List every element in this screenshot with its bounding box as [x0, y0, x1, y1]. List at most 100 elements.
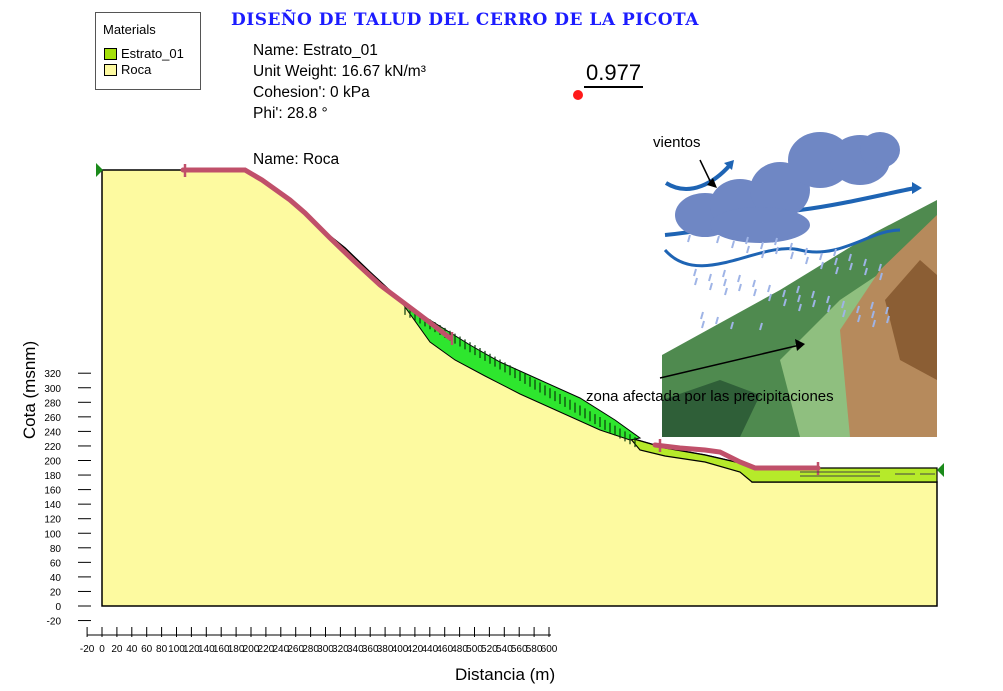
legend-label-estrato: Estrato_01	[121, 46, 184, 61]
x-tick-label: 380	[377, 644, 394, 655]
rain-drop	[775, 246, 779, 255]
x-tick-label: 480	[451, 644, 468, 655]
rain-drop	[796, 285, 800, 294]
rain-drop	[738, 283, 742, 292]
rain-drop	[871, 310, 875, 319]
x-tick-label: 120	[183, 644, 200, 655]
rain-drop	[878, 263, 882, 272]
x-axis-label: Distancia (m)	[455, 665, 556, 684]
rain-drop	[715, 316, 719, 325]
rain-drop	[722, 269, 726, 278]
x-tick-label: 200	[243, 644, 260, 655]
x-tick-label: 0	[99, 644, 105, 655]
legend-title: Materials	[103, 22, 156, 37]
roca-name: Name: Roca	[253, 151, 340, 168]
rain-drop	[789, 242, 793, 251]
stratum-layer	[628, 436, 938, 483]
rain-drop	[753, 288, 757, 297]
x-tick-label: 280	[302, 644, 319, 655]
x-tick-label: 340	[347, 644, 364, 655]
rain-drop	[885, 306, 889, 315]
rain-drop	[782, 289, 786, 298]
rain-drop	[723, 278, 727, 287]
rain-drop	[812, 299, 816, 308]
rain-drop	[819, 252, 823, 261]
rain-drops	[687, 234, 890, 331]
estrato-cohesion: Cohesion': 0 kPa	[253, 84, 370, 101]
cloud-icon	[675, 132, 900, 243]
x-tick-label: 160	[213, 644, 230, 655]
rain-drop	[842, 309, 846, 318]
rain-drop	[835, 266, 839, 275]
rain-drop	[820, 261, 824, 270]
x-tick-label: 540	[496, 644, 513, 655]
rain-drop	[730, 321, 734, 330]
diagram-title: DISEÑO DE TALUD DEL CERRO DE LA PICOTA	[231, 10, 699, 30]
wind-arrow	[699, 159, 713, 186]
rain-drop	[872, 319, 876, 328]
rain-drop	[826, 295, 830, 304]
rain-drop	[709, 282, 713, 291]
y-tick-label: 140	[44, 500, 61, 511]
x-tick-label: 80	[156, 644, 168, 655]
rain-drop	[827, 304, 831, 313]
rain-drop	[863, 258, 867, 267]
estrato-name: Name: Estrato_01	[253, 42, 378, 59]
water-table	[800, 471, 935, 477]
rain-drop	[811, 290, 815, 299]
x-tick-label: 320	[332, 644, 349, 655]
y-tick-label: 320	[44, 369, 61, 380]
rain-drop	[745, 236, 749, 245]
legend-item-roca: Roca	[104, 62, 151, 77]
legend-item-estrato: Estrato_01	[104, 46, 184, 61]
rain-drop	[833, 248, 837, 257]
rain-drop	[774, 237, 778, 246]
rain-drop	[790, 251, 794, 260]
rain-drop	[761, 250, 765, 259]
rain-drop	[879, 272, 883, 281]
rain-drop	[724, 287, 728, 296]
y-axis-label: Cota (msnm)	[20, 340, 39, 440]
left-support-icon	[96, 163, 103, 177]
x-tick-label: 180	[228, 644, 245, 655]
rain-drop	[731, 240, 735, 249]
x-tick-label: 260	[287, 644, 304, 655]
rain-drop	[716, 235, 720, 244]
x-tick-label: 560	[511, 644, 528, 655]
rain-drop	[856, 305, 860, 314]
x-tick-label: 580	[526, 644, 543, 655]
rain-drop	[834, 257, 838, 266]
x-tick-label: 40	[126, 644, 138, 655]
rain-drop	[701, 320, 705, 329]
estrato-swatch	[104, 47, 117, 60]
rain-drop	[886, 315, 890, 324]
y-tick-label: 200	[44, 457, 61, 468]
x-tick-label: 440	[421, 644, 438, 655]
materials-legend: Materials Estrato_01 Roca	[95, 12, 201, 90]
legend-label-roca: Roca	[121, 62, 152, 77]
zone-arrow	[659, 344, 801, 379]
rain-drop	[857, 314, 861, 323]
rain-drop	[737, 274, 741, 283]
rain-illustration	[659, 132, 937, 437]
slip-surface	[180, 167, 453, 341]
rain-drop	[798, 303, 802, 312]
y-tick-label: 240	[44, 427, 61, 438]
right-support-icon	[937, 463, 944, 477]
rain-drop	[804, 247, 808, 256]
y-tick-label: 40	[50, 573, 62, 584]
x-tick-label: 360	[362, 644, 379, 655]
x-tick-label: 60	[141, 644, 153, 655]
rain-drop	[687, 234, 691, 243]
y-tick-label: 80	[50, 544, 62, 555]
y-tick-label: 100	[44, 529, 61, 540]
y-tick-label: 180	[44, 471, 61, 482]
x-tick-label: 300	[317, 644, 334, 655]
estrato-phi: Phi': 28.8 °	[253, 105, 328, 122]
x-tick-label: -20	[80, 644, 95, 655]
rain-drop	[693, 268, 697, 277]
rain-drop	[848, 253, 852, 262]
